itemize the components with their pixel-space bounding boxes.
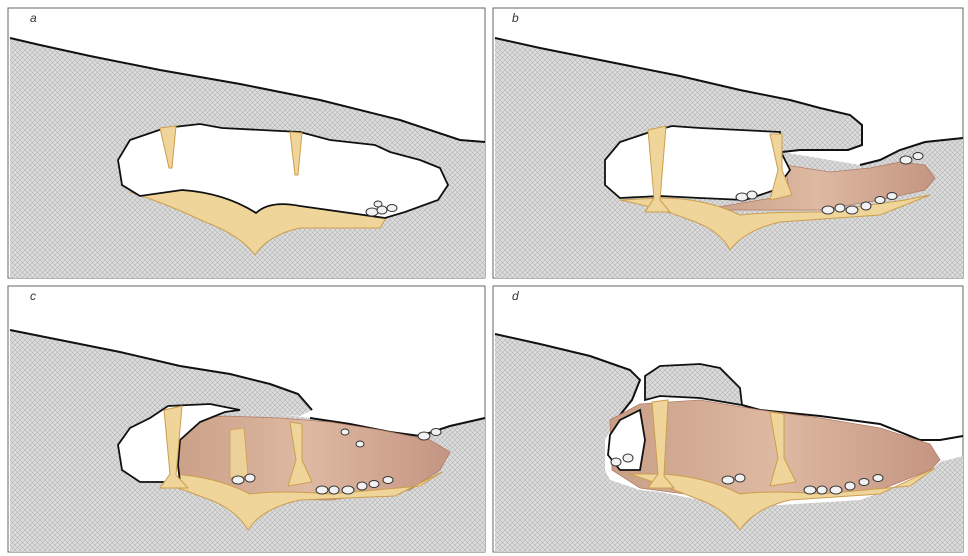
panel-b: b [493, 8, 963, 278]
panel-b-cave-void [605, 126, 790, 200]
panel-a-label: a [30, 11, 37, 25]
panel-c: c [8, 286, 485, 552]
panel-c-label: c [30, 289, 36, 303]
panel-b-label: b [512, 11, 519, 25]
panel-d-label: d [512, 289, 519, 303]
panel-a: a [8, 8, 485, 278]
panel-d: d [493, 286, 963, 552]
